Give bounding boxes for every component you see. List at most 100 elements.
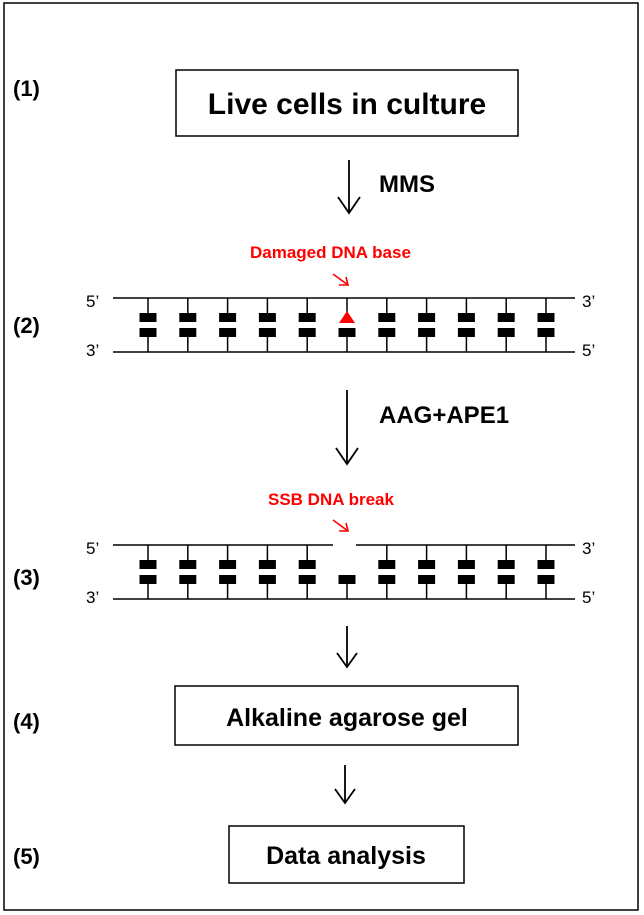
duplex1-top-left-end: 5’ [86,292,99,311]
step-label-4: (4) [13,709,40,734]
base-top [497,560,515,569]
live-cells-box [175,69,519,137]
base-pair [258,545,276,599]
base-bottom [298,575,316,584]
base-top [418,313,436,322]
gel-arrow [336,626,358,669]
step-label-5: (5) [13,844,40,869]
base-top [418,560,436,569]
damaged-base-label: Damaged DNA base [250,243,411,262]
base-pairs-row-1 [139,298,555,352]
base-bottom [418,328,436,337]
duplex2-top-right-end: 3’ [582,539,595,558]
base-pair [537,298,555,352]
base-bottom [378,575,396,584]
base-top [497,313,515,322]
mms-label: MMS [379,171,435,198]
base-top [219,313,237,322]
base-bottom [338,575,356,584]
base-bottom [457,575,475,584]
base-pair [338,298,356,352]
step-label-1: (1) [13,76,40,101]
base-bottom [418,575,436,584]
base-pair [537,545,555,599]
data-analysis-text: Data analysis [266,842,426,870]
base-pair [219,545,237,599]
duplex2-bottom-left-end: 3’ [86,588,99,607]
base-pair [497,298,515,352]
base-pair [457,298,475,352]
base-pair [378,545,396,599]
duplex1-top-right-end: 3’ [582,292,595,311]
base-pair [378,298,396,352]
alkaline-gel-text: Alkaline agarose gel [226,704,468,732]
dna-duplex-damaged [113,297,575,353]
step-label-3: (3) [13,565,40,590]
base-pair [457,545,475,599]
base-pair [179,298,197,352]
duplex2-bottom-right-end: 5’ [582,588,595,607]
base-top [298,560,316,569]
base-pair [298,545,316,599]
base-bottom [139,328,157,337]
mms-arrow [337,160,361,215]
base-bottom [258,328,276,337]
base-bottom [179,328,197,337]
base-top [179,313,197,322]
base-bottom [338,328,356,337]
base-top [378,313,396,322]
base-bottom [537,575,555,584]
base-top [537,560,555,569]
aag-ape1-arrow [335,390,359,466]
base-pair [258,298,276,352]
base-pair [418,545,436,599]
duplex1-bottom-left-end: 3’ [86,341,99,360]
live-cells-text: Live cells in culture [208,88,486,121]
damaged-base-marker [339,311,355,323]
duplex2-top-left-end: 5’ [86,539,99,558]
base-pair [179,545,197,599]
aag-ape1-label: AAG+APE1 [379,402,509,429]
base-top [298,313,316,322]
base-bottom [378,328,396,337]
base-bottom [219,328,237,337]
base-bottom [298,328,316,337]
base-bottom [219,575,237,584]
base-pair [338,575,356,599]
damaged-base-pointer-arrow [332,273,350,286]
base-top [537,313,555,322]
base-bottom [497,575,515,584]
base-bottom [537,328,555,337]
outer-frame [3,2,639,911]
base-pair [219,298,237,352]
base-top [378,560,396,569]
base-top [258,313,276,322]
base-top [219,560,237,569]
base-top [179,560,197,569]
dna-duplex-broken [113,544,575,600]
base-pair [139,545,157,599]
base-bottom [139,575,157,584]
data-analysis-box [228,825,465,884]
alkaline-gel-box [174,685,519,746]
base-pairs-row-2 [139,545,555,599]
base-bottom [258,575,276,584]
base-top [457,560,475,569]
base-top [457,313,475,322]
base-bottom [457,328,475,337]
base-pair [418,298,436,352]
base-top [139,560,157,569]
step-label-2: (2) [13,313,40,338]
duplex1-bottom-right-end: 5’ [582,341,595,360]
ssb-break-label: SSB DNA break [268,490,395,509]
base-bottom [497,328,515,337]
base-top [258,560,276,569]
base-pair [298,298,316,352]
base-pair [139,298,157,352]
analysis-arrow [334,765,356,805]
base-bottom [179,575,197,584]
base-top [139,313,157,322]
ssb-pointer-arrow [332,519,350,532]
base-pair [497,545,515,599]
